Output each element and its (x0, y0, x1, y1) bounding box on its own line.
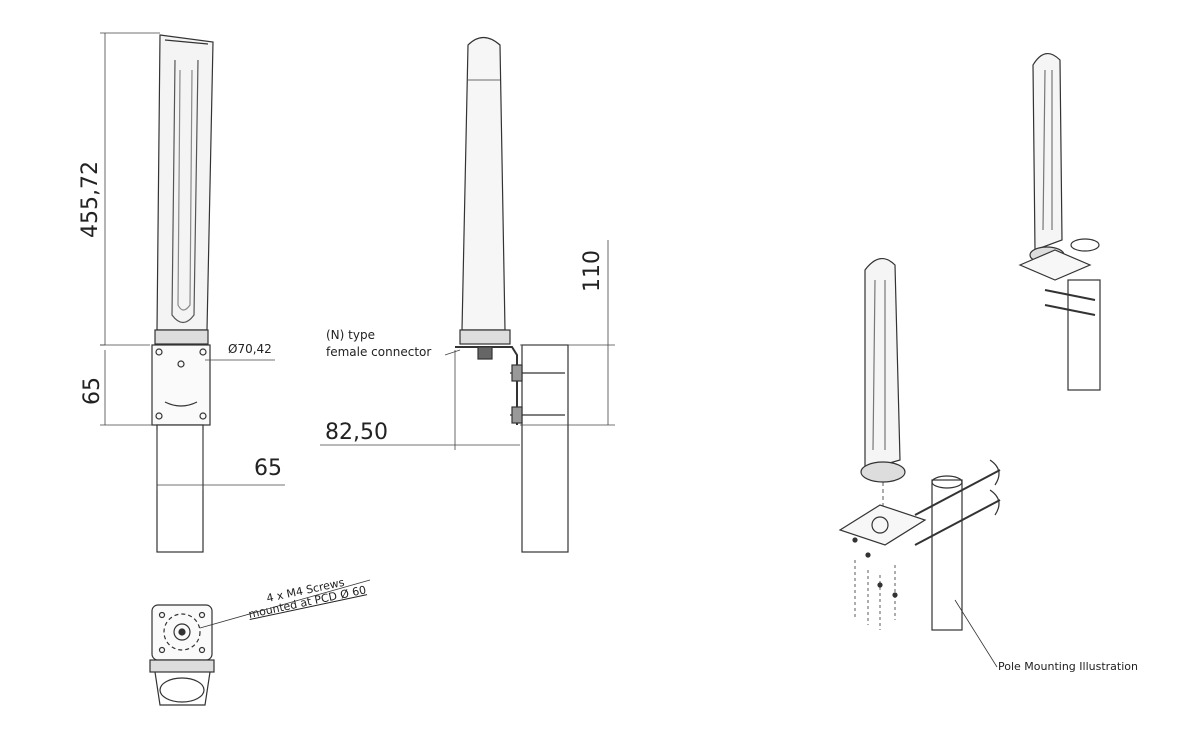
diameter-dimension: Ø70,42 (228, 342, 272, 356)
isometric-assembled (1018, 53, 1101, 391)
height-dimension: 455,72 (78, 161, 103, 238)
side-view-antenna (455, 36, 569, 553)
bracket-height-dimension: 65 (80, 377, 105, 405)
bottom-view (149, 579, 371, 706)
isometric-exploded (838, 258, 1001, 668)
offset-dimension: 82,50 (325, 420, 388, 445)
bracket-dimension-110: 110 (580, 250, 605, 292)
front-view-antenna (151, 34, 214, 553)
side-view-dimensions (320, 240, 615, 450)
front-view-dimensions (100, 32, 285, 490)
connector-callout-line2: female connector (326, 345, 432, 359)
pole-mounting-caption: Pole Mounting Illustration (998, 660, 1138, 673)
pole-width-dimension: 65 (254, 456, 282, 481)
connector-callout-line1: (N) type (326, 328, 375, 342)
